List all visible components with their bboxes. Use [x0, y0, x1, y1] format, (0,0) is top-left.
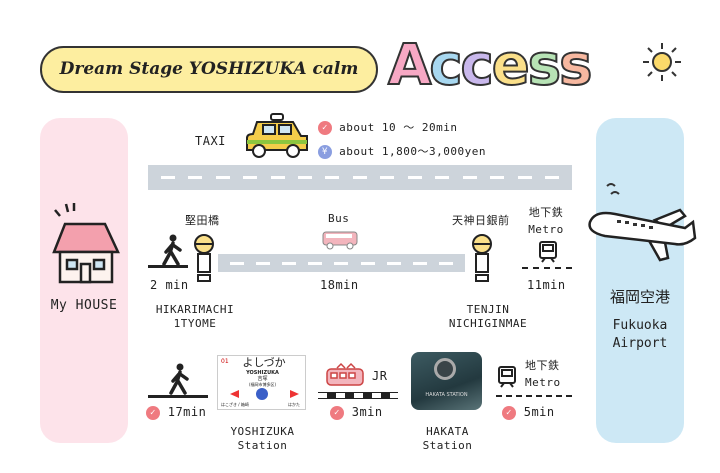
bus-stop-1-name: 堅田橋: [185, 214, 220, 227]
clock-icon: [434, 358, 456, 380]
metro-time-text: 5min: [523, 405, 555, 419]
metro-time: 11min: [527, 278, 566, 292]
metro-train-icon: [539, 241, 557, 263]
bus-road: [218, 254, 465, 272]
bus-time: 18min: [320, 278, 359, 292]
metro-label-ja: 地下鉄: [525, 359, 560, 372]
taxi-label: TAXI: [195, 134, 226, 148]
walk-time: 2 min: [150, 278, 189, 292]
sign-ward: (福岡市博多区): [248, 382, 277, 387]
access-letter: s: [527, 33, 562, 98]
station2-label: Station: [422, 439, 473, 452]
access-letter: s: [558, 33, 593, 98]
taxi-fare: ¥ about 1,800～3,000yen: [318, 145, 486, 159]
metro-time-2: ✓ 5min: [502, 405, 555, 420]
walk-time-text: 17min: [167, 405, 207, 419]
right-arrow-icon: [290, 390, 303, 398]
access-letter: e: [491, 33, 531, 98]
jr-label: JR: [372, 369, 388, 383]
jr-train-icon: [326, 362, 364, 386]
bus-stop-2-en: TENJIN: [466, 303, 510, 316]
bus-label: Bus: [328, 212, 350, 225]
sign-number: 01: [221, 358, 229, 365]
airport-name-en: Airport: [612, 336, 668, 351]
bus-stop-icon: [194, 234, 214, 282]
taxi-fare-text: about 1,800～3,000yen: [339, 145, 486, 158]
venue-title-badge: Dream Stage YOSHIZUKA calm: [40, 46, 378, 93]
sign-kana: よしづか: [242, 356, 286, 369]
station1-name: YOSHIZUKA: [230, 425, 295, 438]
taxi-time: ✓ about 10 ～ 20min: [318, 121, 457, 135]
airport-panel: [596, 118, 684, 443]
bus-stop-1-en: HIKARIMACHI: [155, 303, 235, 316]
taxi-road: [148, 165, 572, 190]
access-letter: c: [428, 33, 463, 98]
clock-check-icon: ✓: [146, 405, 160, 420]
metro-train-icon: [498, 366, 516, 388]
walk-line: [148, 265, 188, 268]
bus-icon: [322, 231, 358, 250]
walk-time-2: ✓ 17min: [146, 405, 206, 420]
metro-label-en: Metro: [528, 223, 564, 236]
yoshizuka-station-sign: 01 よしづか YOSHIZUKA 吉塚 (福岡市博多区) はこざき / 箱崎 …: [217, 355, 306, 410]
access-letter: c: [460, 33, 495, 98]
sign-roman: YOSHIZUKA: [246, 370, 279, 376]
airport-name-en: Fukuoka: [612, 318, 668, 333]
clock-check-icon: ✓: [318, 121, 332, 135]
hakata-station-photo: HAKATA STATION: [411, 352, 482, 410]
station1-label: Station: [237, 439, 288, 452]
station2-name: HAKATA: [426, 425, 469, 438]
metro-label-ja: 地下鉄: [528, 206, 564, 219]
money-bag-icon: ¥: [318, 145, 332, 159]
sign-right-station: はかた: [288, 402, 300, 407]
access-letter: A: [387, 33, 432, 98]
clock-check-icon: ✓: [330, 405, 344, 420]
metro-line: [496, 395, 572, 397]
walking-person-icon: [162, 234, 182, 266]
station-emblem-icon: [256, 388, 268, 400]
metro-line: [522, 267, 572, 269]
airplane-icon: [588, 183, 697, 262]
jr-time: ✓ 3min: [330, 405, 383, 420]
bus-stop-2-en: NICHIGINMAE: [448, 317, 528, 330]
access-heading: Access: [387, 37, 593, 95]
home-label: My HOUSE: [50, 298, 118, 313]
walk-line: [148, 395, 208, 398]
jr-time-text: 3min: [351, 405, 383, 419]
left-arrow-icon: [226, 390, 239, 398]
house-icon: [52, 203, 120, 284]
venue-title: Dream Stage YOSHIZUKA calm: [59, 58, 359, 79]
sign-left-station: はこざき / 箱崎: [221, 402, 249, 407]
sun-icon: [643, 43, 681, 81]
photo-caption: HAKATA STATION: [425, 392, 468, 398]
bus-stop-2-name: 天神日銀前: [452, 214, 510, 227]
walking-person-icon: [169, 363, 189, 395]
airport-name-ja: 福岡空港: [609, 288, 670, 306]
bus-stop-1-en: 1TYOME: [173, 317, 217, 330]
clock-check-icon: ✓: [502, 405, 516, 420]
rail-track: [318, 392, 398, 399]
metro-label-en: Metro: [525, 376, 561, 389]
bus-stop-icon: [472, 234, 492, 282]
taxi-time-text: about 10 ～ 20min: [339, 121, 458, 134]
taxi-icon: [246, 113, 308, 158]
sign-kanji: 吉塚: [257, 376, 268, 382]
